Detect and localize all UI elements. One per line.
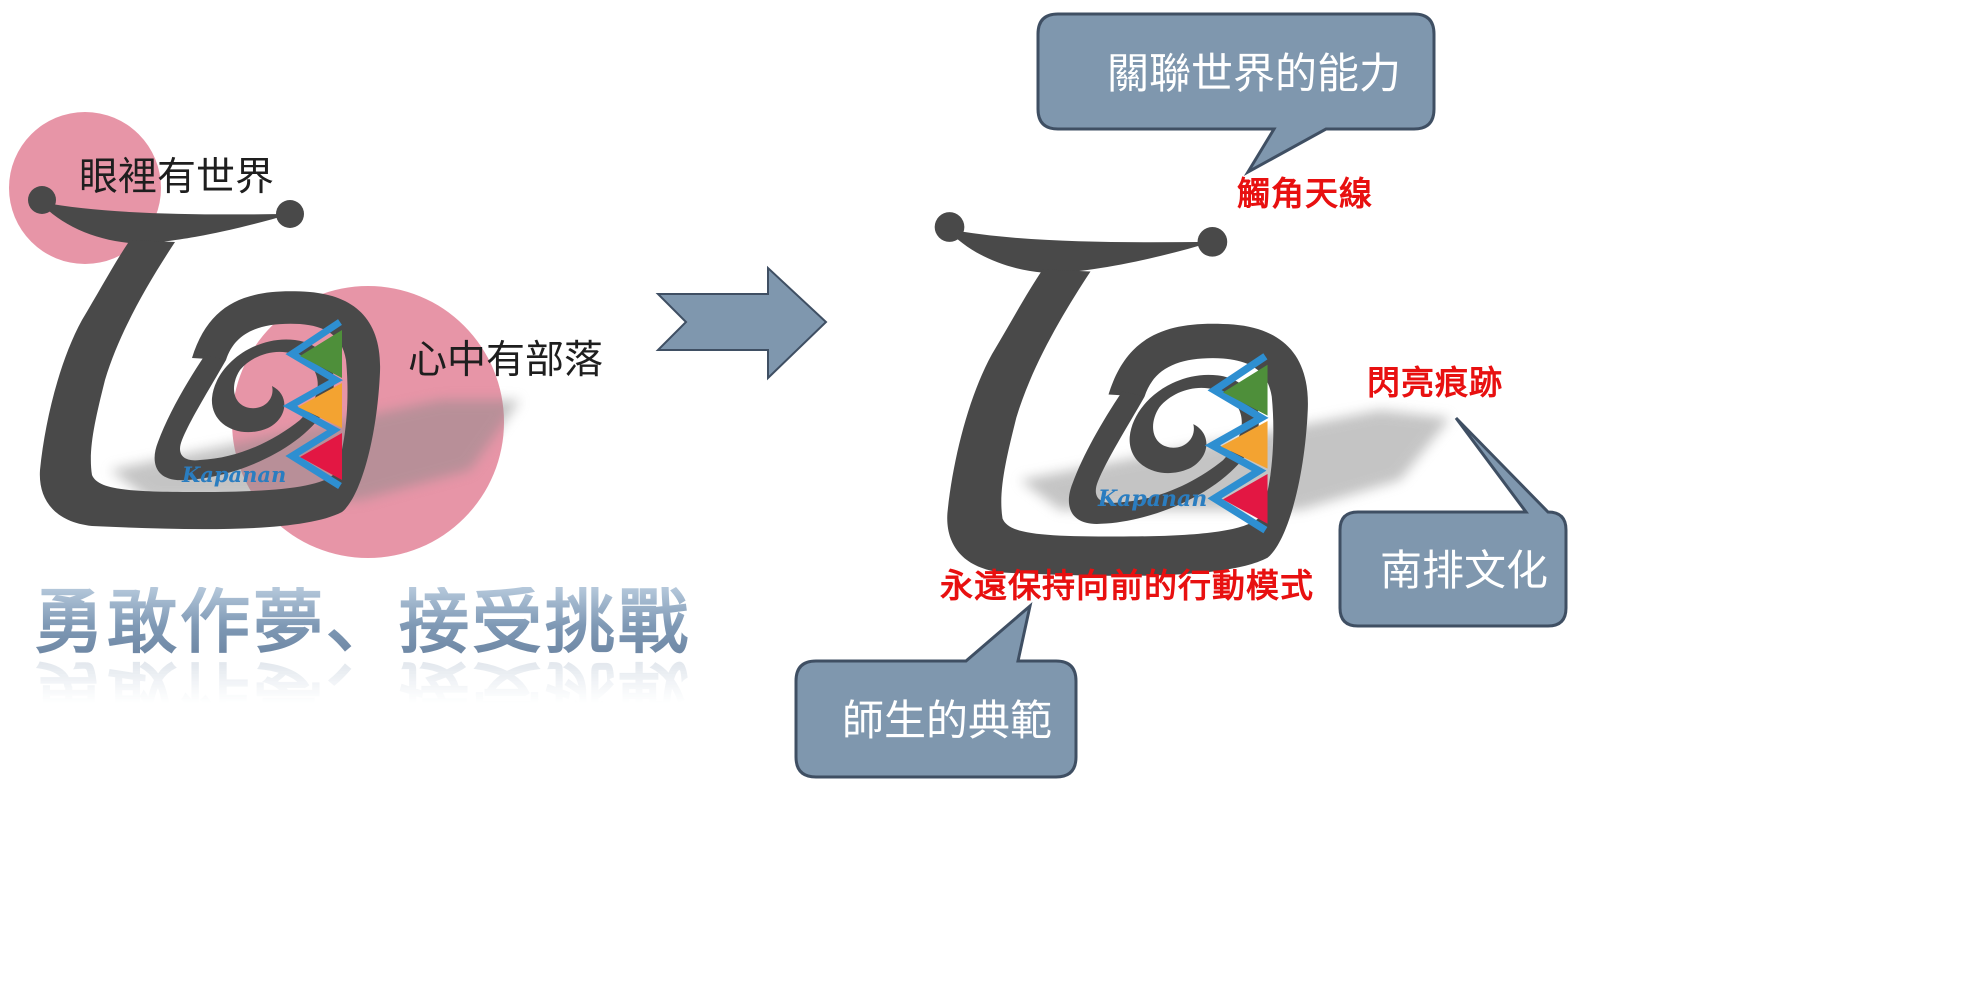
antenna-label: 觸角天線 bbox=[1237, 174, 1373, 213]
callout-right-text: 南排文化 bbox=[1380, 546, 1549, 595]
eyes-label: 眼裡有世界 bbox=[79, 155, 275, 200]
slogan: 勇敢作夢、接受挑戰 bbox=[34, 581, 691, 663]
right-arrow-icon bbox=[655, 265, 828, 381]
trail-label: 閃亮痕跡 bbox=[1367, 363, 1503, 402]
slogan-reflection: 勇敢作夢、接受挑戰 bbox=[34, 652, 691, 734]
logo-text-left: Kapanan bbox=[182, 462, 287, 487]
callout-bottom-shape bbox=[794, 601, 1078, 779]
snail-logo-icon-right bbox=[935, 212, 1308, 576]
callout-right-shape bbox=[1338, 416, 1568, 628]
callout-bottom-text: 師生的典範 bbox=[842, 696, 1053, 745]
callout-top-text: 關聯世界的能力 bbox=[1107, 49, 1402, 98]
heart-label: 心中有部落 bbox=[408, 338, 604, 383]
callout-top-shape bbox=[1036, 12, 1436, 177]
logo-text-right: Kapanan bbox=[1098, 486, 1208, 512]
forward-label: 永遠保持向前的行動模式 bbox=[940, 566, 1314, 605]
